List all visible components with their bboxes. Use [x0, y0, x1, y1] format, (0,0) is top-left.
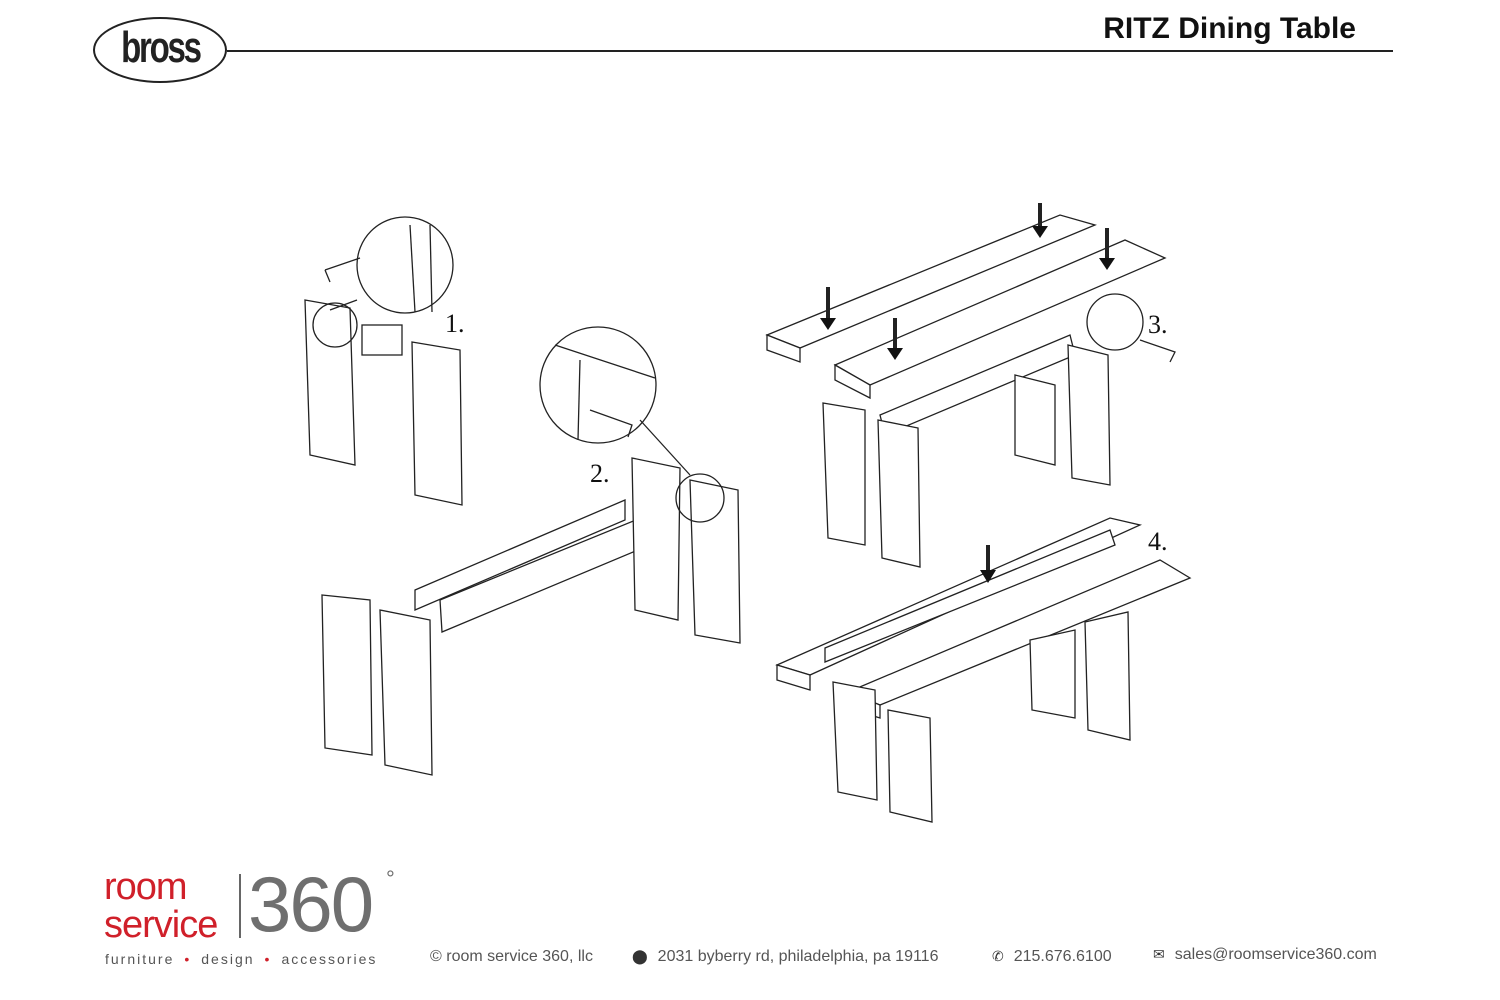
bross-logo: bross [93, 17, 227, 83]
email-link[interactable]: sales@roomservice360.com [1174, 946, 1377, 963]
logo-room: room [104, 866, 188, 908]
tagline-furniture: furniture [105, 951, 175, 967]
copyright: © room service 360, llc [430, 948, 593, 965]
step-3-label: 3. [1148, 310, 1168, 339]
address: ⬤ 2031 byberry rd, philadelphia, pa 19116 [632, 948, 938, 966]
step-1-illustration: 1. [304, 216, 465, 506]
logo-360: 360 [248, 860, 374, 948]
logo-service: service [104, 904, 218, 946]
brand-text: bross [120, 23, 202, 72]
phone-text[interactable]: 215.676.6100 [1013, 948, 1112, 965]
step-4-label: 4. [1148, 527, 1168, 556]
envelope-icon: ✉ [1153, 946, 1165, 962]
logo-divider [239, 874, 241, 938]
tagline-accessories: accessories [281, 951, 378, 967]
email: ✉ sales@roomservice360.com [1153, 946, 1377, 964]
logo-degree: ° [386, 866, 395, 891]
room-service-360-logo: room service 360 ° [104, 864, 404, 946]
step-1-label: 1. [445, 309, 465, 338]
step-4-illustration: 4. [775, 517, 1192, 823]
phone-icon: ✆ [992, 948, 1004, 964]
arrow-icons [826, 203, 1109, 350]
step-3-illustration: 3. [765, 203, 1176, 568]
header-divider [227, 50, 1393, 52]
step-2-illustration: 2. [321, 326, 741, 776]
tagline-design: design [201, 951, 255, 967]
address-text: 2031 byberry rd, philadelphia, pa 19116 [657, 948, 939, 965]
tagline-dot: • [184, 951, 192, 967]
phone: ✆ 215.676.6100 [992, 948, 1112, 966]
document-title: RITZ Dining Table [1103, 12, 1356, 45]
map-pin-icon: ⬤ [632, 948, 648, 964]
tagline: furniture • design • accessories [105, 951, 377, 967]
tagline-dot: • [264, 951, 272, 967]
step-2-label: 2. [590, 459, 610, 488]
